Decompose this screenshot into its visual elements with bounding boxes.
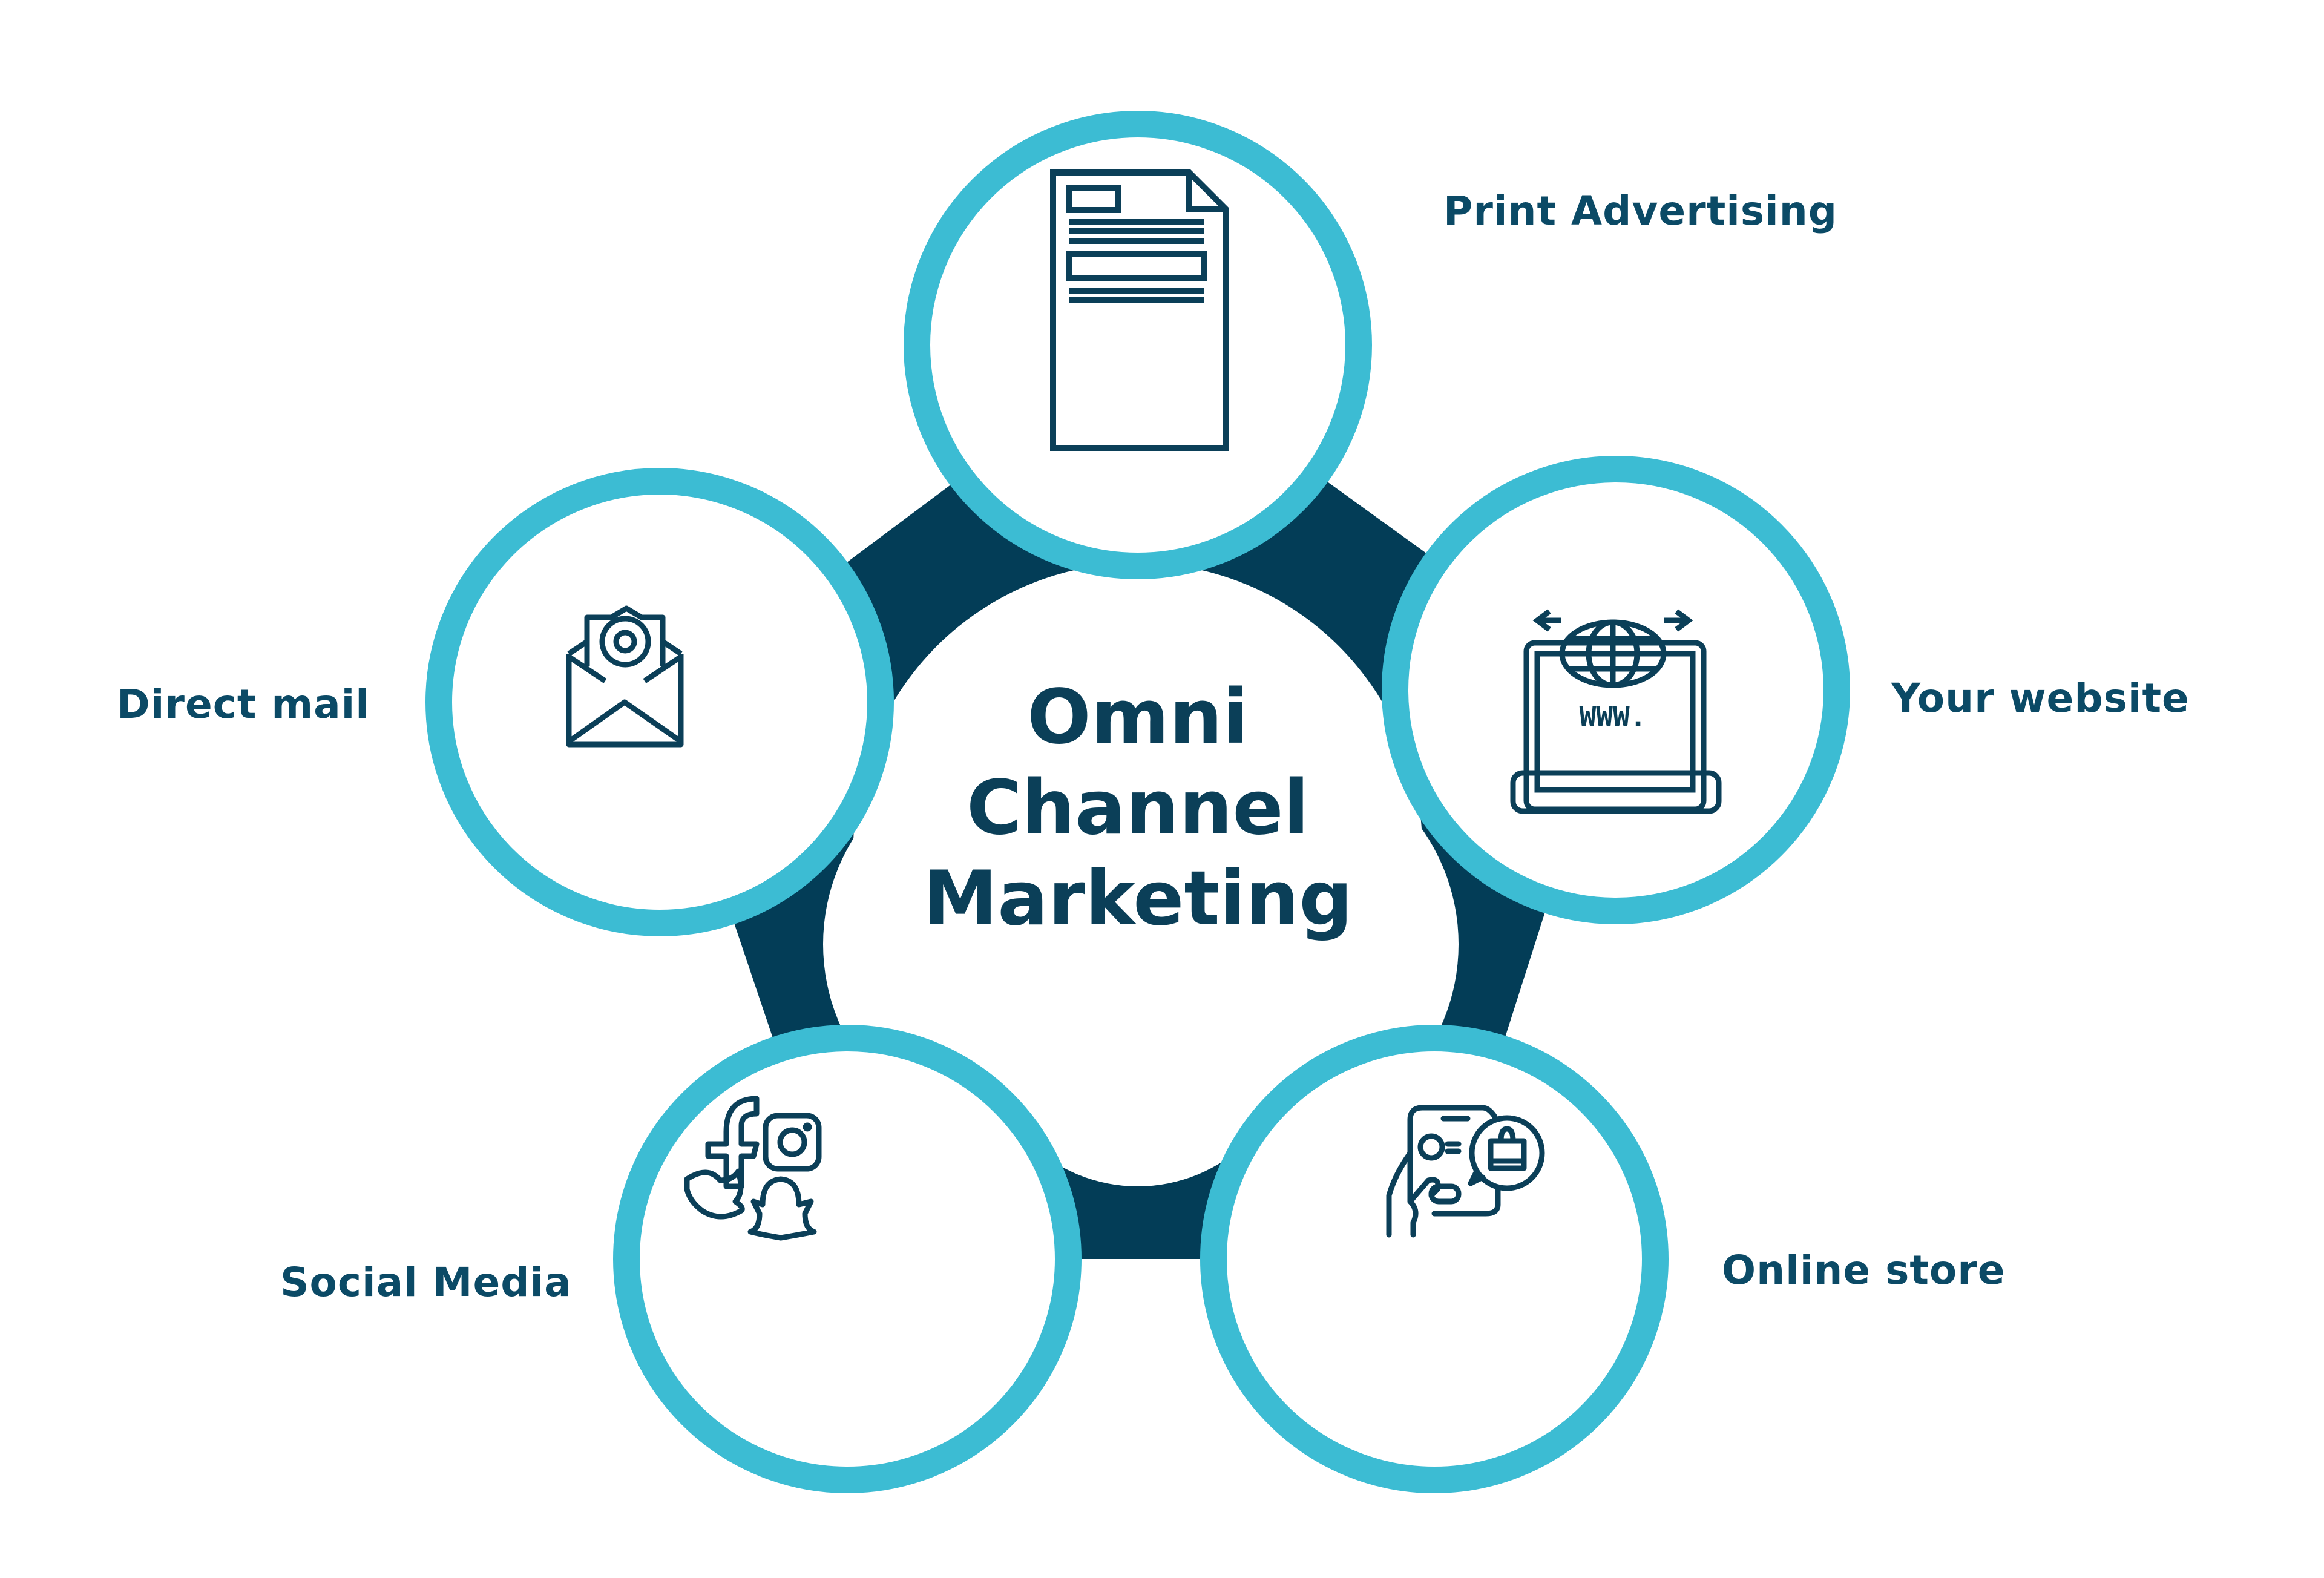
node-your-website-circle xyxy=(1382,456,1850,924)
center-title-line-3: Marketing xyxy=(922,855,1353,942)
svg-text:WWW.: WWW. xyxy=(1580,700,1647,733)
label-your-website: Your website xyxy=(1891,675,2190,722)
node-direct-mail-circle xyxy=(425,468,894,936)
mobile-shopping-icon xyxy=(1386,1105,1545,1238)
document-icon xyxy=(1050,169,1229,451)
social-media-icon xyxy=(684,1096,822,1241)
center-title-line-1: Omni xyxy=(1027,674,1249,761)
label-print-advertising: Print Advertising xyxy=(1443,188,1838,234)
label-direct-mail: Direct mail xyxy=(117,681,370,728)
node-social-media-circle xyxy=(613,1025,1082,1493)
label-social-media: Social Media xyxy=(280,1259,572,1306)
node-online-store-circle xyxy=(1200,1025,1669,1493)
node-print-advertising-circle xyxy=(904,111,1372,579)
laptop-globe-icon: WWW. xyxy=(1510,609,1722,814)
open-envelope-email-icon xyxy=(566,605,684,748)
center-title: Omni Channel Marketing xyxy=(835,672,1440,944)
label-online-store: Online store xyxy=(1722,1247,2006,1294)
center-title-line-2: Channel xyxy=(966,764,1310,852)
